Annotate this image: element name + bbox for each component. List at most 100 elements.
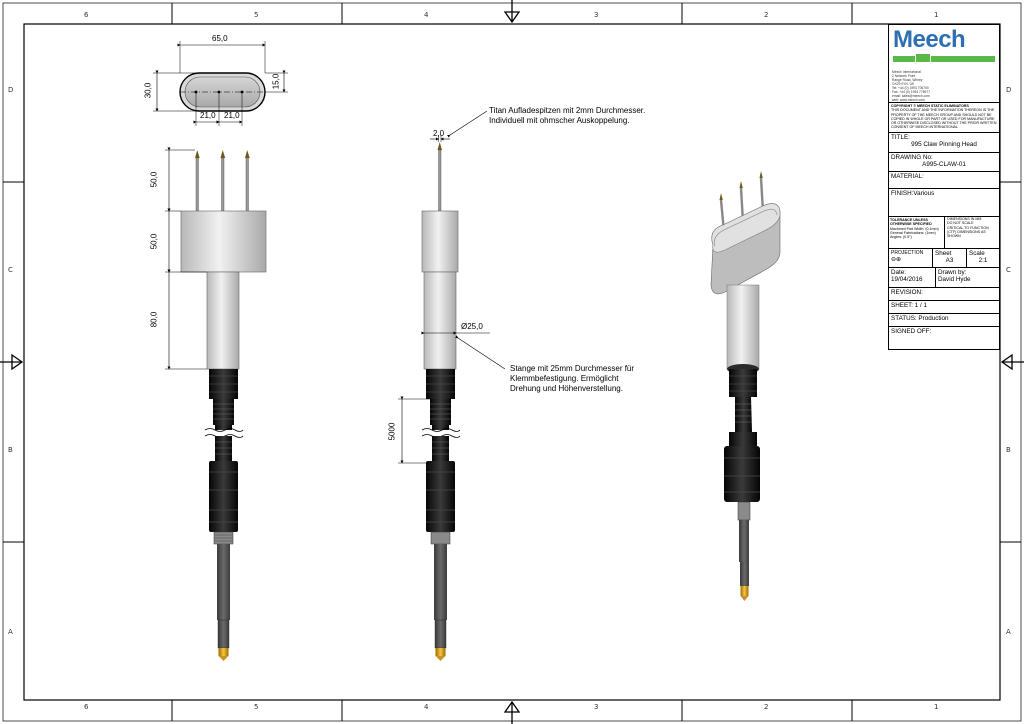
note-rod: Stange mit 25mm Durchmesser für Klemmbef… xyxy=(510,364,634,394)
status-label: STATUS: xyxy=(891,315,917,322)
zone-label-top-5: 5 xyxy=(254,11,259,19)
logo-text: Meech xyxy=(893,26,966,53)
sheet-size-value: A3 xyxy=(945,257,954,264)
tolerance-line: General Fabrications: (1mm) xyxy=(890,230,936,235)
date-row: Date: 19/04/2016 Drawn by: David Hyde xyxy=(889,267,999,287)
status-value: Production xyxy=(918,315,949,322)
address-line: OX29 0YN, UK xyxy=(892,82,915,86)
status-row: STATUS: Production xyxy=(889,313,999,326)
address-line: web: www.meech.com xyxy=(892,98,925,102)
date-value: 19/04/2016 xyxy=(891,276,923,283)
address-line: Meech International xyxy=(892,70,921,74)
dimensions-line: SHOWN xyxy=(947,234,961,239)
dim-half-height: 15,0 xyxy=(271,73,281,90)
dim-height: 30,0 xyxy=(143,82,153,99)
zone-label-top-6: 6 xyxy=(84,11,89,19)
copyright-row: COPYRIGHT © MEECH STATIC ELIMINATORS THI… xyxy=(889,102,999,132)
note-tips-line1: Titan Aufladespitzen mit 2mm Durchmesser… xyxy=(489,106,646,115)
zone-label-bottom-4: 4 xyxy=(424,703,429,711)
dimensions-line: CRITICAL TO FUNCTION xyxy=(947,225,989,230)
signed-off-label: SIGNED OFF: xyxy=(891,328,932,335)
drawn-by-cell: Drawn by: David Hyde xyxy=(936,268,999,287)
zone-ticks xyxy=(3,3,1021,721)
projection-symbol: ⊖⊕ xyxy=(891,257,902,263)
sheet-size-label: Sheet xyxy=(935,250,952,257)
tolerance-row: TOLERANCE UNLESS OTHERWISE SPECIFIED Mac… xyxy=(889,216,999,248)
title-row: TITLE: 995 Claw Pinning Head xyxy=(889,132,999,152)
projection-cell: PROJECTION ⊖⊕ xyxy=(889,249,933,267)
dim-pitch-left: 21,0 xyxy=(200,111,216,120)
revision-label: REVISION: xyxy=(891,289,923,296)
finish-row: FINISH:Various xyxy=(889,188,999,216)
drawing-no-row: DRAWING No: A995-CLAW-01 xyxy=(889,152,999,171)
scale-cell: Scale 2:1 xyxy=(967,249,999,267)
zone-label-right-d: D xyxy=(1006,86,1012,94)
zone-label-bottom-1: 1 xyxy=(934,703,939,711)
signed-off-row: SIGNED OFF: xyxy=(889,326,999,348)
dimensions-line: (CTF) DIMENSIONS AS xyxy=(947,229,986,234)
zone-label-left-d: D xyxy=(8,86,14,94)
dim-pitch-right: 21,0 xyxy=(224,111,240,120)
sheet-count-label: SHEET: xyxy=(891,302,914,309)
dim-cable-length: 5000 xyxy=(387,422,397,441)
dim-overall-width: 65,0 xyxy=(212,34,228,43)
note-rod-line3: Drehung und Höhenverstellung. xyxy=(510,384,623,393)
drawn-by-label: Drawn by: xyxy=(938,269,967,276)
date-label: Date: xyxy=(891,269,907,276)
note-rod-line2: Klemmbefestigung. Ermöglicht xyxy=(510,374,619,383)
sheet-size-cell: Sheet A3 xyxy=(933,249,967,267)
tolerance-title: TOLERANCE UNLESS OTHERWISE SPECIFIED xyxy=(890,218,932,227)
tolerance-line: Angles: (0.5°) xyxy=(890,235,912,240)
address-line: Range Road, Witney xyxy=(892,78,923,82)
title-value: 995 Claw Pinning Head xyxy=(911,141,977,148)
logo: Meech xyxy=(889,25,999,69)
zone-label-top-3: 3 xyxy=(594,11,599,19)
dimensions-cell: DIMENSIONS IN MM DO NOT SCALE CRITICAL T… xyxy=(944,217,998,248)
zone-label-top-1: 1 xyxy=(934,11,939,19)
zone-label-bottom-2: 2 xyxy=(764,703,769,711)
zone-label-right-b: B xyxy=(1006,446,1011,454)
projection-label: PROJECTION xyxy=(891,250,924,256)
date-cell: Date: 19/04/2016 xyxy=(889,268,936,287)
copyright-title: COPYRIGHT © MEECH STATIC ELIMINATORS xyxy=(891,104,969,108)
dim-rod-diameter: Ø25,0 xyxy=(461,322,483,331)
finish-value: Various xyxy=(913,190,935,197)
drawing-no-label: DRAWING No: xyxy=(891,154,933,161)
address-line: Tel: +44 (0) 1993 706700 xyxy=(892,86,929,90)
projection-row: PROJECTION ⊖⊕ Sheet A3 Scale 2:1 xyxy=(889,248,999,267)
zone-label-top-4: 4 xyxy=(424,11,429,19)
zone-label-top-2: 2 xyxy=(764,11,769,19)
zone-label-bottom-5: 5 xyxy=(254,703,259,711)
logo-sub-icon xyxy=(915,53,931,63)
dimensions-line: DO NOT SCALE xyxy=(947,221,974,226)
zone-label-right-a: A xyxy=(1006,628,1011,636)
note-tips-line2: Individuell mit ohmscher Auskoppelung. xyxy=(489,116,630,125)
dim-tip-diameter: 2,0 xyxy=(433,129,445,138)
tolerance-line: Machined Part Width: (0.1mm) xyxy=(890,226,939,231)
zone-label-left-c: C xyxy=(8,266,13,274)
side-view xyxy=(398,110,506,661)
zone-label-left-a: A xyxy=(8,628,13,636)
note-tips: Titan Aufladespitzen mit 2mm Durchmesser… xyxy=(489,106,645,126)
dimensions-line: DIMENSIONS IN MM xyxy=(947,217,982,221)
note-rod-line1: Stange mit 25mm Durchmesser für xyxy=(510,364,635,373)
dim-tip-length: 50,0 xyxy=(149,171,159,188)
sheet-count-value: 1 / 1 xyxy=(914,302,928,309)
pins xyxy=(195,150,250,212)
zone-label-bottom-3: 3 xyxy=(594,703,599,711)
drawn-by-value: David Hyde xyxy=(938,276,971,283)
isometric-view xyxy=(710,171,781,601)
front-view xyxy=(165,147,267,661)
scale-value: 2:1 xyxy=(978,257,988,264)
zone-label-bottom-6: 6 xyxy=(84,703,89,711)
sheet-count-row: SHEET: 1 / 1 xyxy=(889,300,999,313)
drawing-no-value: A995-CLAW-01 xyxy=(922,161,966,168)
logo-bar xyxy=(893,56,995,62)
scale-label: Scale xyxy=(969,250,985,257)
copyright-text: THIS DOCUMENT AND THE INFORMATION THEREO… xyxy=(891,108,997,130)
company-address: Meech International 2 Network Point Rang… xyxy=(892,70,996,102)
zone-label-left-b: B xyxy=(8,446,13,454)
address-line: Fax: +44 (0) 1993 776977 xyxy=(892,90,931,94)
